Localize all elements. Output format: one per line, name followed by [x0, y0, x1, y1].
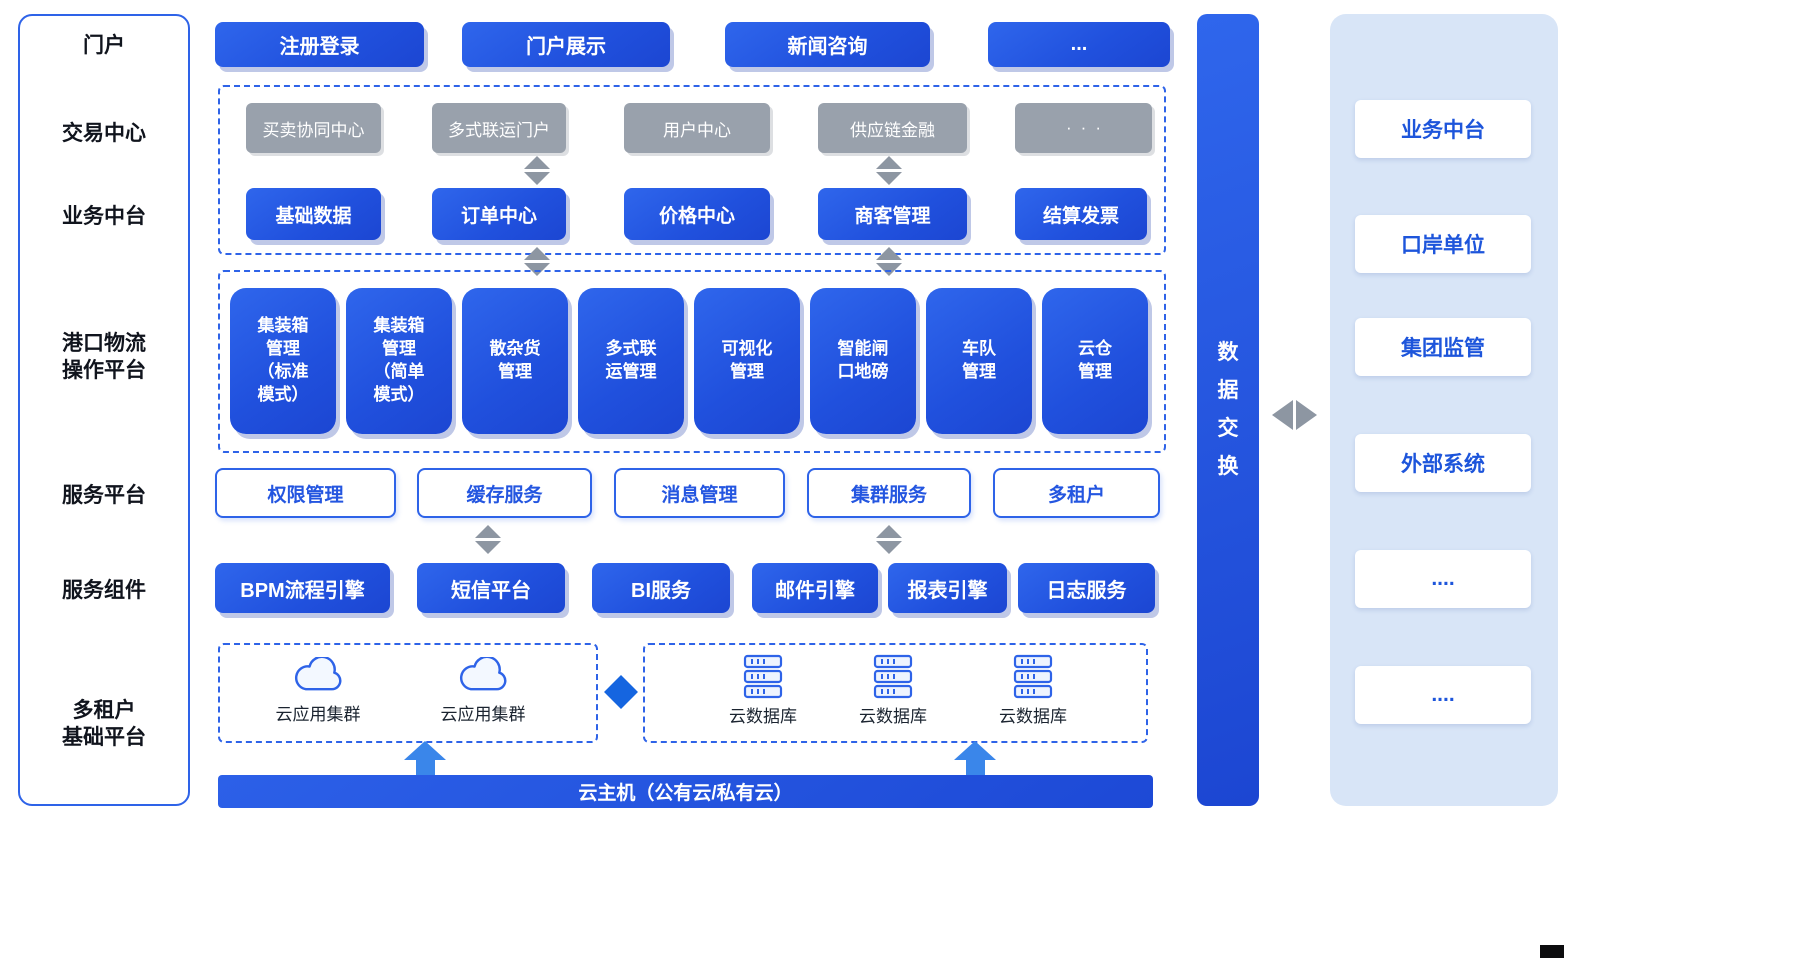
sidebar-item-trading: 交易中心: [62, 122, 146, 145]
business-box-base-data: 基础数据: [246, 188, 381, 240]
cloud-db-label: 云数据库: [999, 707, 1067, 726]
service-comp-box-bi: BI服务: [592, 563, 730, 613]
port-ops-group: [218, 270, 1166, 453]
service-platform-box-message: 消息管理: [614, 468, 785, 518]
cloud-cluster-label: 云应用集群: [440, 705, 526, 724]
trading-center-group: [218, 85, 1166, 255]
cloud-database-group: [643, 643, 1148, 743]
double-arrow-vertical-icon: [875, 156, 903, 185]
up-arrow-icon: [404, 741, 446, 775]
portal-button-news: 新闻咨询: [725, 22, 930, 67]
database-icon: [743, 654, 783, 699]
external-box-more-1: ....: [1355, 550, 1531, 608]
service-platform-box-tenant: 多租户: [993, 468, 1160, 518]
port-ops-box-smart-gate: 智能闸 口地磅: [810, 288, 916, 434]
service-comp-box-sms: 短信平台: [417, 563, 565, 613]
portal-button-more: ...: [988, 22, 1170, 67]
double-arrow-vertical-icon: [474, 525, 502, 554]
up-arrow-icon: [954, 741, 996, 775]
port-ops-box-bulk-cargo: 散杂货 管理: [462, 288, 568, 434]
sidebar-item-business: 业务中台: [62, 205, 146, 228]
service-comp-box-report: 报表引擎: [888, 563, 1007, 613]
trading-box-user-center: 用户中心: [624, 103, 770, 153]
database-icon: [873, 654, 913, 699]
business-box-order: 订单中心: [432, 188, 566, 240]
cloud-db-label: 云数据库: [729, 707, 797, 726]
external-box-port-authority: 口岸单位: [1355, 215, 1531, 273]
sidebar-frame: [18, 14, 190, 806]
service-platform-box-permission: 权限管理: [215, 468, 396, 518]
portal-button-showcase: 门户展示: [462, 22, 670, 67]
diamond-connector-icon: [604, 675, 638, 709]
business-box-merchant: 商客管理: [818, 188, 967, 240]
database-icon: [1013, 654, 1053, 699]
external-box-external-system: 外部系统: [1355, 434, 1531, 492]
sidebar-item-port-ops: 港口物流 操作平台: [62, 332, 146, 383]
port-ops-box-container-simple: 集装箱 管理 （简单 模式）: [346, 288, 452, 434]
service-comp-box-log: 日志服务: [1018, 563, 1155, 613]
sidebar-item-service-comp: 服务组件: [62, 579, 146, 602]
corner-artifact: [1540, 945, 1564, 958]
double-arrow-vertical-icon: [523, 156, 551, 185]
port-ops-box-multimodal: 多式联 运管理: [578, 288, 684, 434]
double-arrow-horizontal-icon: [1272, 400, 1317, 430]
trading-box-more: ···: [1015, 103, 1152, 153]
sidebar-item-service-plat: 服务平台: [62, 484, 146, 507]
double-arrow-vertical-icon: [875, 247, 903, 276]
external-box-group-regulation: 集团监管: [1355, 318, 1531, 376]
cloud-host-bar: 云主机（公有云/私有云）: [218, 775, 1153, 808]
cloud-icon: [294, 657, 342, 691]
cloud-icon: [459, 657, 507, 691]
service-comp-box-mail: 邮件引擎: [752, 563, 878, 613]
cloud-cluster-label: 云应用集群: [275, 705, 361, 724]
business-box-price: 价格中心: [624, 188, 770, 240]
service-platform-box-cache: 缓存服务: [417, 468, 592, 518]
port-ops-box-visualization: 可视化 管理: [694, 288, 800, 434]
data-exchange-bar: 数 据 交 换: [1197, 14, 1259, 806]
trading-box-multimodal-portal: 多式联运门户: [432, 103, 566, 153]
port-ops-box-fleet: 车队 管理: [926, 288, 1032, 434]
service-comp-box-bpm: BPM流程引擎: [215, 563, 390, 613]
double-arrow-vertical-icon: [875, 525, 903, 554]
trading-box-collab: 买卖协同中心: [246, 103, 381, 153]
double-arrow-vertical-icon: [523, 247, 551, 276]
external-box-business-middle: 业务中台: [1355, 100, 1531, 158]
service-platform-box-cluster: 集群服务: [807, 468, 971, 518]
sidebar-item-portal: 门户: [83, 34, 125, 57]
port-ops-box-cloud-warehouse: 云仓 管理: [1042, 288, 1148, 434]
trading-box-supply-finance: 供应链金融: [818, 103, 967, 153]
business-box-invoice: 结算发票: [1015, 188, 1147, 240]
external-box-more-2: ....: [1355, 666, 1531, 724]
port-ops-box-container-std: 集装箱 管理 （标准 模式）: [230, 288, 336, 434]
portal-button-register: 注册登录: [215, 22, 424, 67]
cloud-app-cluster-group: [218, 643, 598, 743]
cloud-db-label: 云数据库: [859, 707, 927, 726]
sidebar-item-tenant-base: 多租户 基础平台: [62, 699, 146, 750]
